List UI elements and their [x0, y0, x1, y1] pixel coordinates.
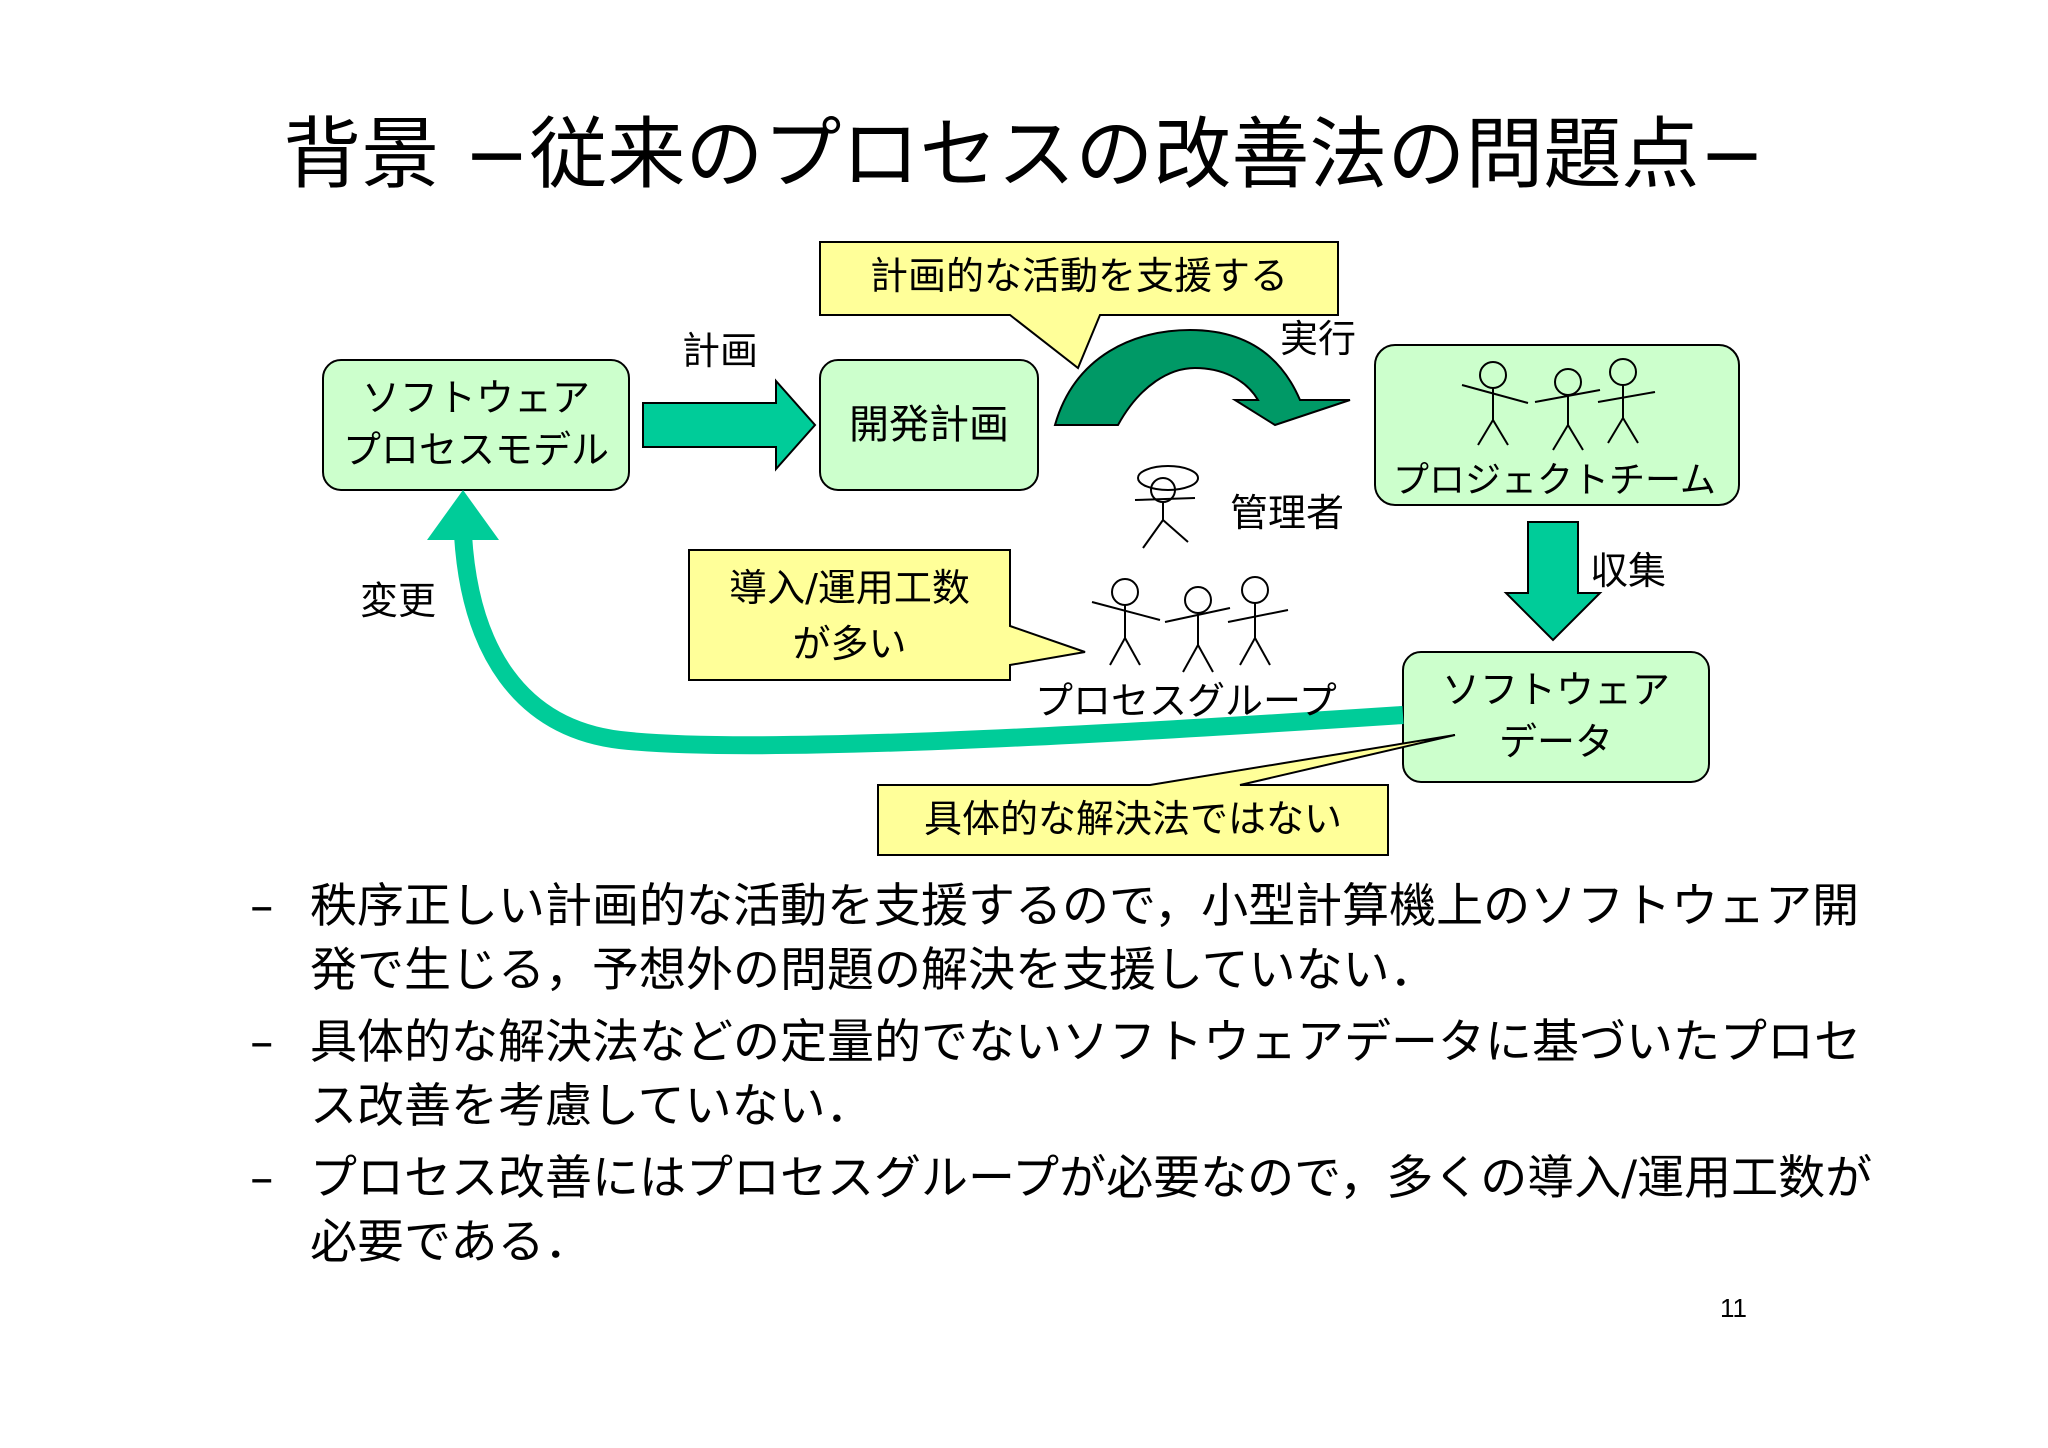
- development-plan-box: [819, 359, 1039, 491]
- arrow-change: [454, 534, 1404, 755]
- page-number: 11: [1720, 1293, 1747, 1323]
- software-process-model-box: [322, 359, 630, 491]
- callout-support-text: 計画的な活動を支援する: [869, 254, 1288, 298]
- manager-figure: [1134, 465, 1199, 549]
- arrow-execute: [1053, 328, 1351, 427]
- arrow-change-head: [427, 490, 499, 540]
- callout-cost-text: 導入/運用工数が多い: [729, 566, 970, 666]
- bullet-text: 秩序正しい計画的な活動を支援するので，小型計算機上のソフトウェア開発で生じる，予…: [310, 879, 1860, 998]
- arrow-plan: [642, 378, 817, 472]
- bullet-dash: –: [250, 1151, 274, 1206]
- callout-support: [819, 241, 1339, 370]
- bullet-dash: –: [250, 1015, 274, 1070]
- bullet-item: – 具体的な解決法などの定量的でないソフトウェアデータに基づいたプロセス改善を考…: [250, 1011, 1900, 1139]
- label-process-group: プロセスグループ: [1035, 679, 1337, 723]
- bullet-list: – 秩序正しい計画的な活動を支援するので，小型計算機上のソフトウェア開発で生じる…: [250, 875, 1900, 1283]
- project-team-box: [1374, 344, 1740, 506]
- development-plan-label: 開発計画: [849, 402, 1009, 448]
- project-team-label: プロジェクトチーム: [1393, 460, 1716, 501]
- label-manager: 管理者: [1230, 491, 1345, 535]
- label-collect: 収集: [1590, 549, 1667, 593]
- label-change: 変更: [360, 579, 437, 623]
- callout-cost: [688, 549, 1086, 681]
- label-execute: 実行: [1280, 317, 1357, 361]
- bullet-item: – 秩序正しい計画的な活動を支援するので，小型計算機上のソフトウェア開発で生じる…: [250, 875, 1900, 1003]
- page-title: 背景 −従来のプロセスの改善法の問題点−: [283, 110, 1765, 200]
- project-team-figures: [1461, 358, 1656, 451]
- bullet-text: 具体的な解決法などの定量的でないソフトウェアデータに基づいたプロセス改善を考慮し…: [310, 1015, 1861, 1134]
- bullet-text: プロセス改善にはプロセスグループが必要なので，多くの導入/運用工数が必要である．: [310, 1151, 1873, 1270]
- process-group-figures: [1091, 576, 1289, 673]
- software-process-model-label: ソフトウェアプロセスモデル: [342, 376, 609, 472]
- callout-concrete: [877, 734, 1456, 856]
- bullet-item: – プロセス改善にはプロセスグループが必要なので，多くの導入/運用工数が必要であ…: [250, 1147, 1900, 1275]
- label-plan: 計画: [682, 329, 759, 373]
- bullet-dash: –: [250, 879, 274, 934]
- arrow-collect: [1503, 521, 1603, 642]
- software-data-label: ソフトウェアデータ: [1441, 668, 1670, 764]
- callout-concrete-text: 具体的な解決法ではない: [923, 797, 1342, 841]
